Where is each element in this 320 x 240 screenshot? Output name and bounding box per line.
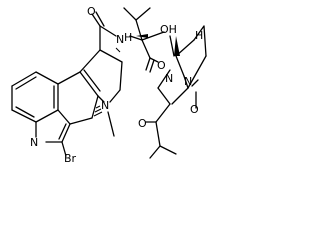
bond: [91, 95, 99, 119]
atom-label: N: [165, 72, 173, 85]
bond: [79, 71, 99, 97]
hash-bond: [94, 108, 102, 113]
wedge-bond: [136, 34, 148, 38]
atom-label: N: [101, 99, 109, 112]
bond: [135, 7, 151, 21]
bond: [191, 79, 199, 87]
bond: [155, 121, 161, 147]
atom-label: H: [195, 29, 203, 42]
bond: [135, 19, 143, 41]
bond: [169, 35, 175, 57]
atom-label: N: [116, 33, 124, 46]
bond: [15, 106, 35, 118]
atom-label: Br: [64, 152, 77, 165]
bond: [141, 39, 151, 59]
atom-label: O: [190, 103, 199, 116]
bond: [183, 75, 189, 89]
atom-label: O: [157, 59, 166, 72]
wedge-bond: [174, 36, 180, 56]
bond: [57, 109, 71, 125]
bond: [141, 31, 165, 41]
atom-label: H: [124, 31, 132, 44]
stereo-bonds: [93, 34, 180, 117]
bond: [95, 11, 105, 27]
atom-label: N: [184, 75, 192, 88]
atom-label: O: [87, 5, 96, 18]
bond: [157, 87, 171, 105]
bond: [155, 103, 171, 123]
bond: [129, 35, 143, 41]
bond: [107, 111, 115, 137]
bond: [15, 76, 37, 90]
hash-bond: [95, 105, 101, 109]
bond: [58, 123, 67, 140]
bond: [145, 57, 151, 71]
bond: [159, 145, 177, 155]
bond: [203, 25, 207, 57]
bond: [35, 109, 59, 123]
cyclol-part: [123, 7, 207, 159]
bond: [91, 13, 101, 27]
bond: [11, 109, 37, 123]
bond: [157, 69, 171, 89]
bond: [61, 123, 71, 143]
bond: [61, 141, 67, 157]
bond: [175, 55, 185, 77]
hash-bond: [93, 111, 103, 117]
bond: [99, 25, 117, 37]
hash-bond: [115, 47, 121, 53]
bond: [69, 117, 93, 125]
bond: [149, 59, 155, 73]
bond: [123, 7, 137, 21]
atom-label: N: [30, 136, 38, 149]
bond: [57, 71, 81, 85]
bond: [187, 55, 207, 89]
bond: [99, 49, 123, 63]
bond: [171, 87, 189, 105]
molecular-structure: N Br N N H O OH O N O O N H: [11, 5, 207, 165]
bond: [119, 61, 123, 91]
ergoline-core: [11, 11, 123, 157]
bond: [83, 69, 101, 92]
bond: [109, 89, 121, 103]
bond: [79, 49, 101, 73]
bond: [97, 95, 105, 103]
bond: [193, 25, 205, 41]
atom-label: O: [138, 117, 147, 130]
bond: [35, 71, 59, 85]
bond: [11, 71, 37, 87]
atom-labels: N Br N N H O OH O N O O N H: [30, 5, 203, 165]
bond: [149, 145, 161, 159]
atom-label: OH: [160, 23, 177, 36]
